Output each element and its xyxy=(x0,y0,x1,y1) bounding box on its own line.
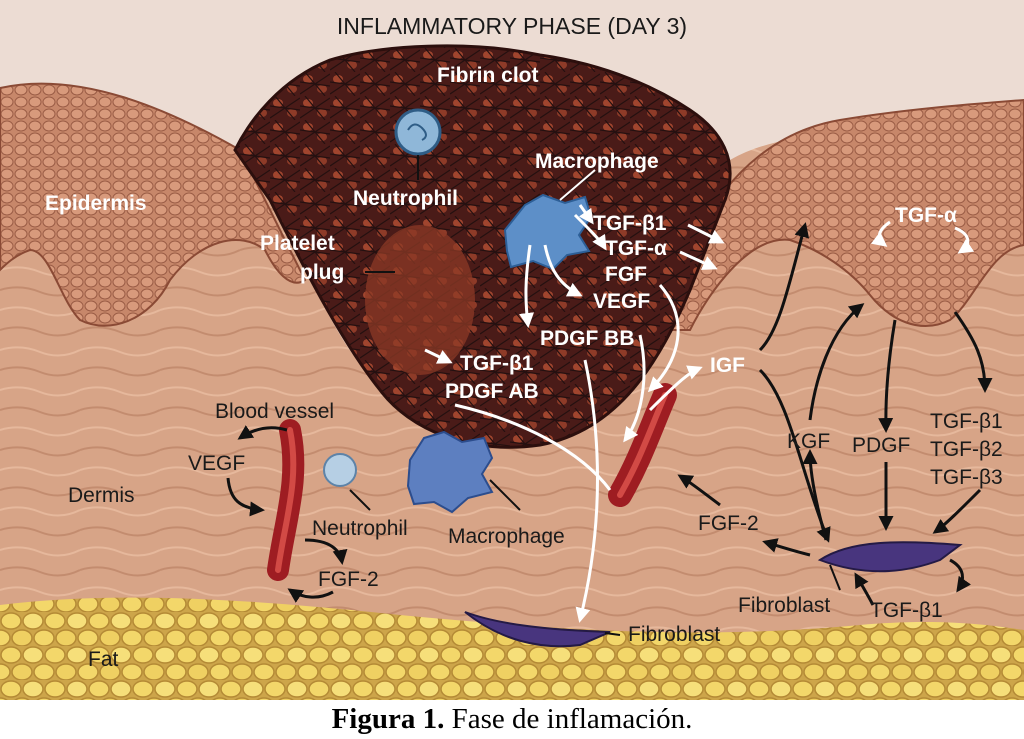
label-tgf-b3-right: TGF-β3 xyxy=(930,466,1003,489)
label-macrophage-top: Macrophage xyxy=(535,150,659,173)
label-vegf-left: VEGF xyxy=(188,452,245,475)
fibroblast-cell-right xyxy=(817,541,963,573)
fibroblast-bottom-pointer xyxy=(604,632,621,636)
label-pdgf-ab: PDGF AB xyxy=(445,380,539,403)
epidermis-left xyxy=(0,82,307,327)
white-arrows xyxy=(424,204,975,623)
fat-layer xyxy=(0,597,1024,700)
neutrophil-bottom-pointer xyxy=(349,489,371,511)
label-vegf-top: VEGF xyxy=(593,290,650,313)
label-fat: Fat xyxy=(88,648,119,671)
neutrophil-nucleus-top xyxy=(407,123,427,141)
label-plug: plug xyxy=(300,261,344,284)
macrophage-cell-top xyxy=(503,193,593,271)
label-fgf2-right: FGF-2 xyxy=(698,512,759,535)
label-tgf-a-right: TGF-α xyxy=(895,204,957,227)
neutrophil-cell-top xyxy=(394,108,442,156)
diagram: INFLAMMATORY PHASE (DAY 3) Fibrin clot E… xyxy=(0,0,1024,700)
label-platelet: Platelet xyxy=(260,232,335,255)
label-fgf: FGF xyxy=(605,263,647,286)
label-dermis: Dermis xyxy=(68,484,135,507)
label-epidermis: Epidermis xyxy=(45,192,147,215)
label-kgf: KGF xyxy=(787,430,830,453)
blood-vessel-right-highlight xyxy=(617,392,668,498)
fibrin-clot xyxy=(233,44,732,449)
macrophage-bottom-pointer xyxy=(489,479,521,511)
epidermis-right xyxy=(653,98,1024,331)
blood-vessel-left-highlight xyxy=(275,427,297,573)
label-pdgf-bb: PDGF BB xyxy=(540,327,635,350)
figure-caption: Figura 1. Fase de inflamación. xyxy=(0,700,1024,739)
label-fibrin-clot: Fibrin clot xyxy=(437,64,539,87)
label-fibroblast-right: Fibroblast xyxy=(738,594,830,617)
platelet-plug xyxy=(365,225,475,375)
label-tgf-b1-bottom: TGF-β1 xyxy=(870,599,943,622)
diagram-title: INFLAMMATORY PHASE (DAY 3) xyxy=(337,13,687,39)
label-neutrophil-top: Neutrophil xyxy=(353,187,458,210)
fibroblast-cell-bottom xyxy=(464,611,611,648)
label-tgf-b1-top: TGF-β1 xyxy=(593,212,667,235)
label-macrophage-bottom: Macrophage xyxy=(448,525,565,548)
label-tgf-b2-right: TGF-β2 xyxy=(930,438,1003,461)
neutrophil-cell-bottom xyxy=(323,453,357,487)
macrophage-cell-bottom xyxy=(406,430,494,514)
label-fgf2-left: FGF-2 xyxy=(318,568,379,591)
label-tgf-b1-right: TGF-β1 xyxy=(930,410,1003,433)
label-fibroblast-bottom: Fibroblast xyxy=(628,623,720,646)
caption-text: Fase de inflamación. xyxy=(451,703,693,735)
label-pdgf: PDGF xyxy=(852,434,910,457)
label-blood-vessel: Blood vessel xyxy=(215,400,334,423)
label-neutrophil-bottom: Neutrophil xyxy=(312,517,408,540)
label-tgf-b1-mid: TGF-β1 xyxy=(460,352,534,375)
macrophage-top-pointer xyxy=(559,169,596,201)
caption-bold: Figura 1. xyxy=(331,703,445,735)
black-arrows xyxy=(226,222,993,606)
fibroblast-right-pointer xyxy=(829,564,841,591)
label-igf: IGF xyxy=(710,354,745,377)
label-tgf-a-top: TGF-α xyxy=(605,237,667,260)
